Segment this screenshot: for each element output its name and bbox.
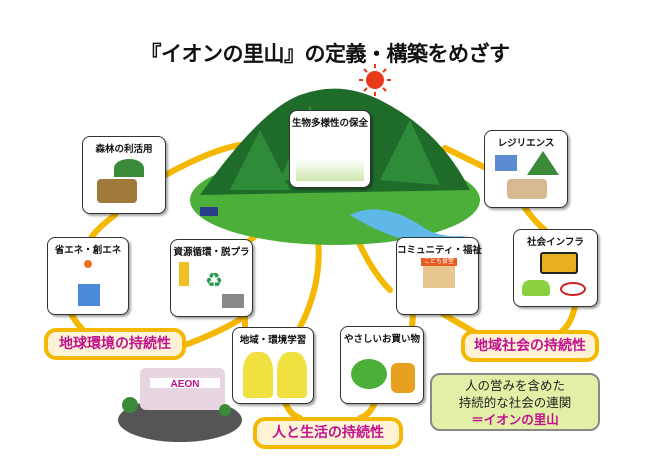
sun-rays <box>359 64 391 96</box>
note-emphasis: ＝イオンの里山 <box>471 412 559 427</box>
card-label: 森林の利活用 <box>95 144 153 155</box>
pillar-people-life: 人と生活の持続性 <box>253 417 403 449</box>
card-label: 地域・環境学習 <box>239 335 307 346</box>
card-energy: 省エネ・創エネ <box>47 237 129 315</box>
vegetables-illustration <box>347 347 417 397</box>
card-infra: 社会インフラ <box>513 229 598 307</box>
kids-cafeteria-sign: こども食堂 <box>421 258 457 266</box>
kids-illustration <box>239 348 307 398</box>
card-learning: 地域・環境学習 <box>232 327 314 404</box>
card-label: コミュニティ・福祉 <box>397 245 482 256</box>
recycle-icon: ♻ <box>205 268 223 292</box>
card-resilience: レジリエンス <box>484 130 568 208</box>
sun-icon <box>366 71 384 89</box>
pillar-global-environment: 地球環境の持続性 <box>44 328 186 360</box>
card-label: 資源循環・脱プラ <box>173 247 250 258</box>
card-label: 社会インフラ <box>527 237 584 248</box>
aeon-mall-illustration: AEON <box>118 368 242 442</box>
card-resource: 資源循環・脱プラ ♻ <box>170 239 253 317</box>
definition-note: 人の営みを含めた 持続的な社会の連関 ＝イオンの里山 <box>430 373 600 431</box>
pillar-regional-society: 地域社会の持続性 <box>461 330 599 362</box>
page-title: 『イオンの里山』の定義・構築をめざす <box>140 42 511 66</box>
card-label: 省エネ・創エネ <box>54 245 122 256</box>
card-forest: 森林の利活用 <box>82 136 166 214</box>
card-shopping: やさしいお買い物 <box>340 326 424 404</box>
card-label: 生物多様性の保全 <box>291 118 368 129</box>
note-line: 人の営みを含めた <box>464 378 565 393</box>
family-shelter-illustration <box>491 151 561 201</box>
vehicles-illustration <box>520 250 591 300</box>
wildlife-illustration <box>296 131 364 181</box>
recycle-illustration: ♻ <box>177 260 246 310</box>
mall-sign: AEON <box>171 379 200 390</box>
card-biodiversity: 生物多様性の保全 <box>289 110 371 188</box>
card-label: レジリエンス <box>497 138 555 149</box>
logs-illustration <box>89 157 159 207</box>
community-illustration: こども食堂 <box>403 258 472 308</box>
card-community: コミュニティ・福祉 こども食堂 <box>396 237 482 315</box>
energy-illustration <box>54 258 122 308</box>
card-label: やさしいお買い物 <box>343 334 420 345</box>
note-line: 持続的な社会の連関 <box>458 395 572 410</box>
